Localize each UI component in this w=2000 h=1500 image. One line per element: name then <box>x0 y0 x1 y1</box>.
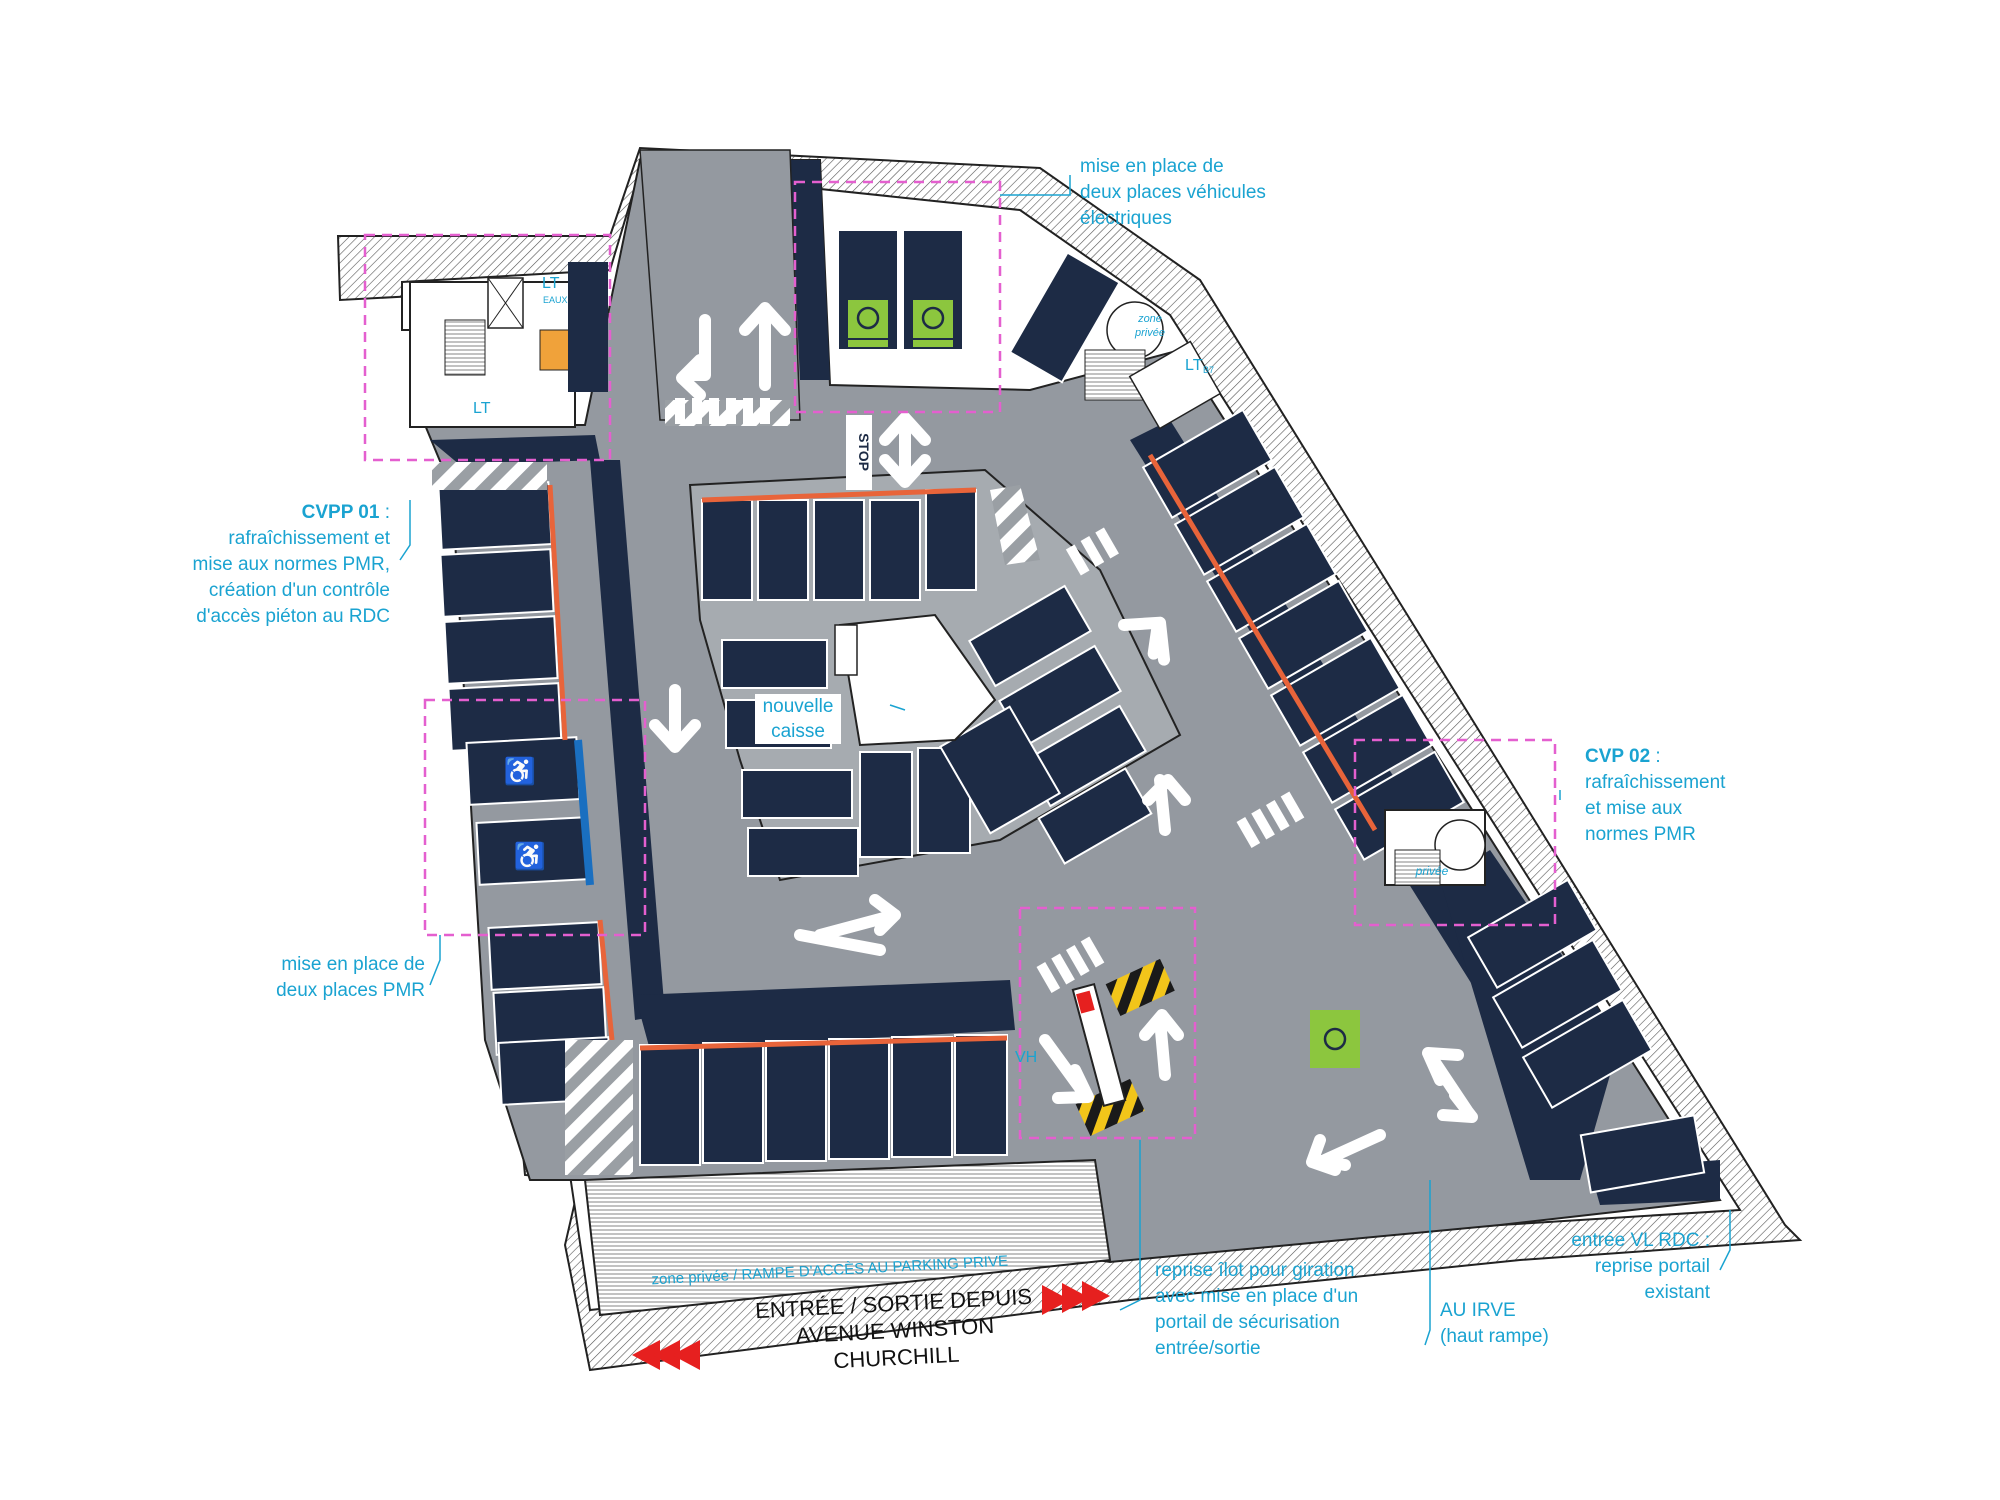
hatched-zones <box>432 462 1040 1175</box>
lt-label-right-sub: B7 <box>1203 365 1214 375</box>
cvp02-title: CVP 02 <box>1585 746 1651 767</box>
lt-label-top: LT <box>542 275 560 292</box>
parking-lower-right <box>1466 878 1706 1194</box>
work-zones <box>363 180 1557 1140</box>
caisse-line-1: nouvelle <box>762 696 834 717</box>
pmr-places-line-1: mise en place de <box>281 954 425 975</box>
au-irve-line-2: (haut rampe) <box>1440 1326 1549 1347</box>
zone-privee-right: privée <box>1415 864 1449 878</box>
cvpp01-title: CVPP 01 <box>301 502 380 523</box>
entrance-ramp <box>583 1158 1112 1317</box>
lt-eaux-label: EAUX <box>543 295 568 305</box>
stair-block <box>409 262 608 428</box>
ev-places-line-1: mise en place de <box>1080 156 1224 177</box>
parking-central <box>701 487 1153 877</box>
reprise-ilot-line-3: portail de sécurisation <box>1155 1312 1340 1333</box>
lt-label-right: LT <box>1185 357 1203 374</box>
annotation-ev-places: mise en place de deux places véhicules é… <box>1080 154 1266 232</box>
direction-arrows <box>649 302 1478 1176</box>
cvpp01-line-4: d'accès piéton au RDC <box>196 606 390 627</box>
cvpp01-line-1: : rafraîchissement et <box>228 502 390 549</box>
annotation-cvp02: CVP 02 : rafraîchissement et mise aux no… <box>1585 744 1725 848</box>
parking-bottom-row <box>639 1034 1008 1166</box>
reprise-ilot-line-4: entrée/sortie <box>1155 1338 1261 1359</box>
au-irve-line-1: AU IRVE <box>1440 1300 1516 1321</box>
parking-top-right <box>1008 251 1121 384</box>
zone-privee-top-1: zone <box>1137 313 1162 325</box>
annotation-nouvelle-caisse: nouvelle caisse <box>755 694 841 744</box>
svg-text:♿: ♿ <box>504 756 536 786</box>
pmr-places-line-2: deux places PMR <box>276 980 425 1001</box>
cvp02-line-2: rafraîchissement <box>1585 772 1726 793</box>
parking-left-column: ♿ ♿ <box>437 481 615 1106</box>
ev-moto-spot <box>1310 1010 1360 1068</box>
zone-privee-top-2: privée <box>1134 327 1165 339</box>
stair-block-right <box>1384 809 1486 886</box>
ev-parking <box>837 229 964 351</box>
reprise-ilot-line-1: reprise îlot pour giration <box>1155 1260 1355 1281</box>
lt-label-left: LT <box>473 400 491 417</box>
stop-sign-bg <box>846 415 872 490</box>
security-gate <box>1071 958 1175 1136</box>
caisse-kiosk <box>834 613 997 747</box>
parking-right-column <box>1141 408 1466 861</box>
reprise-ilot-line-2: avec mise en place d'un <box>1155 1286 1359 1307</box>
stop-label: STOP <box>856 433 872 471</box>
entrance-arrows-left <box>632 1340 700 1370</box>
entrance-arrows-right <box>1042 1281 1110 1315</box>
ev-places-line-2: deux places véhicules <box>1080 182 1266 203</box>
annotation-au-irve: AU IRVE (haut rampe) <box>1440 1298 1549 1350</box>
top-lane <box>639 149 801 426</box>
ev-places-line-3: électriques <box>1080 208 1172 229</box>
annotation-entree-vl: entrée VL RDC : reprise portail existant <box>1540 1228 1710 1306</box>
crosswalks <box>675 398 1305 993</box>
annotation-cvpp01: CVPP 01 : rafraîchissement et mise aux n… <box>160 500 390 630</box>
annotation-pmr-places: mise en place de deux places PMR <box>220 952 425 1004</box>
cvpp01-line-3: création d'un contrôle <box>208 580 390 601</box>
cvp02-line-4: normes PMR <box>1585 824 1696 845</box>
entree-vl-line-1: entrée VL RDC : <box>1571 1230 1710 1251</box>
annotation-reprise-ilot: reprise îlot pour giration avec mise en … <box>1155 1258 1358 1362</box>
leader-lines <box>399 175 1731 1346</box>
cvp02-line-1: : <box>1650 746 1661 767</box>
stair-top-right <box>1084 301 1222 430</box>
entrance-label: ENTRÉE / SORTIE DEPUIS AVENUE WINSTON CH… <box>738 1282 1052 1379</box>
vh-label: VH <box>1015 1049 1037 1066</box>
cvpp01-line-2: mise aux normes PMR, <box>192 554 390 575</box>
caisse-line-2: caisse <box>771 721 825 742</box>
entree-vl-line-2: reprise portail <box>1594 1256 1710 1277</box>
svg-text:♿: ♿ <box>514 841 546 871</box>
entree-vl-line-3: existant <box>1644 1282 1710 1303</box>
cvp02-line-3: et mise aux <box>1585 798 1683 819</box>
